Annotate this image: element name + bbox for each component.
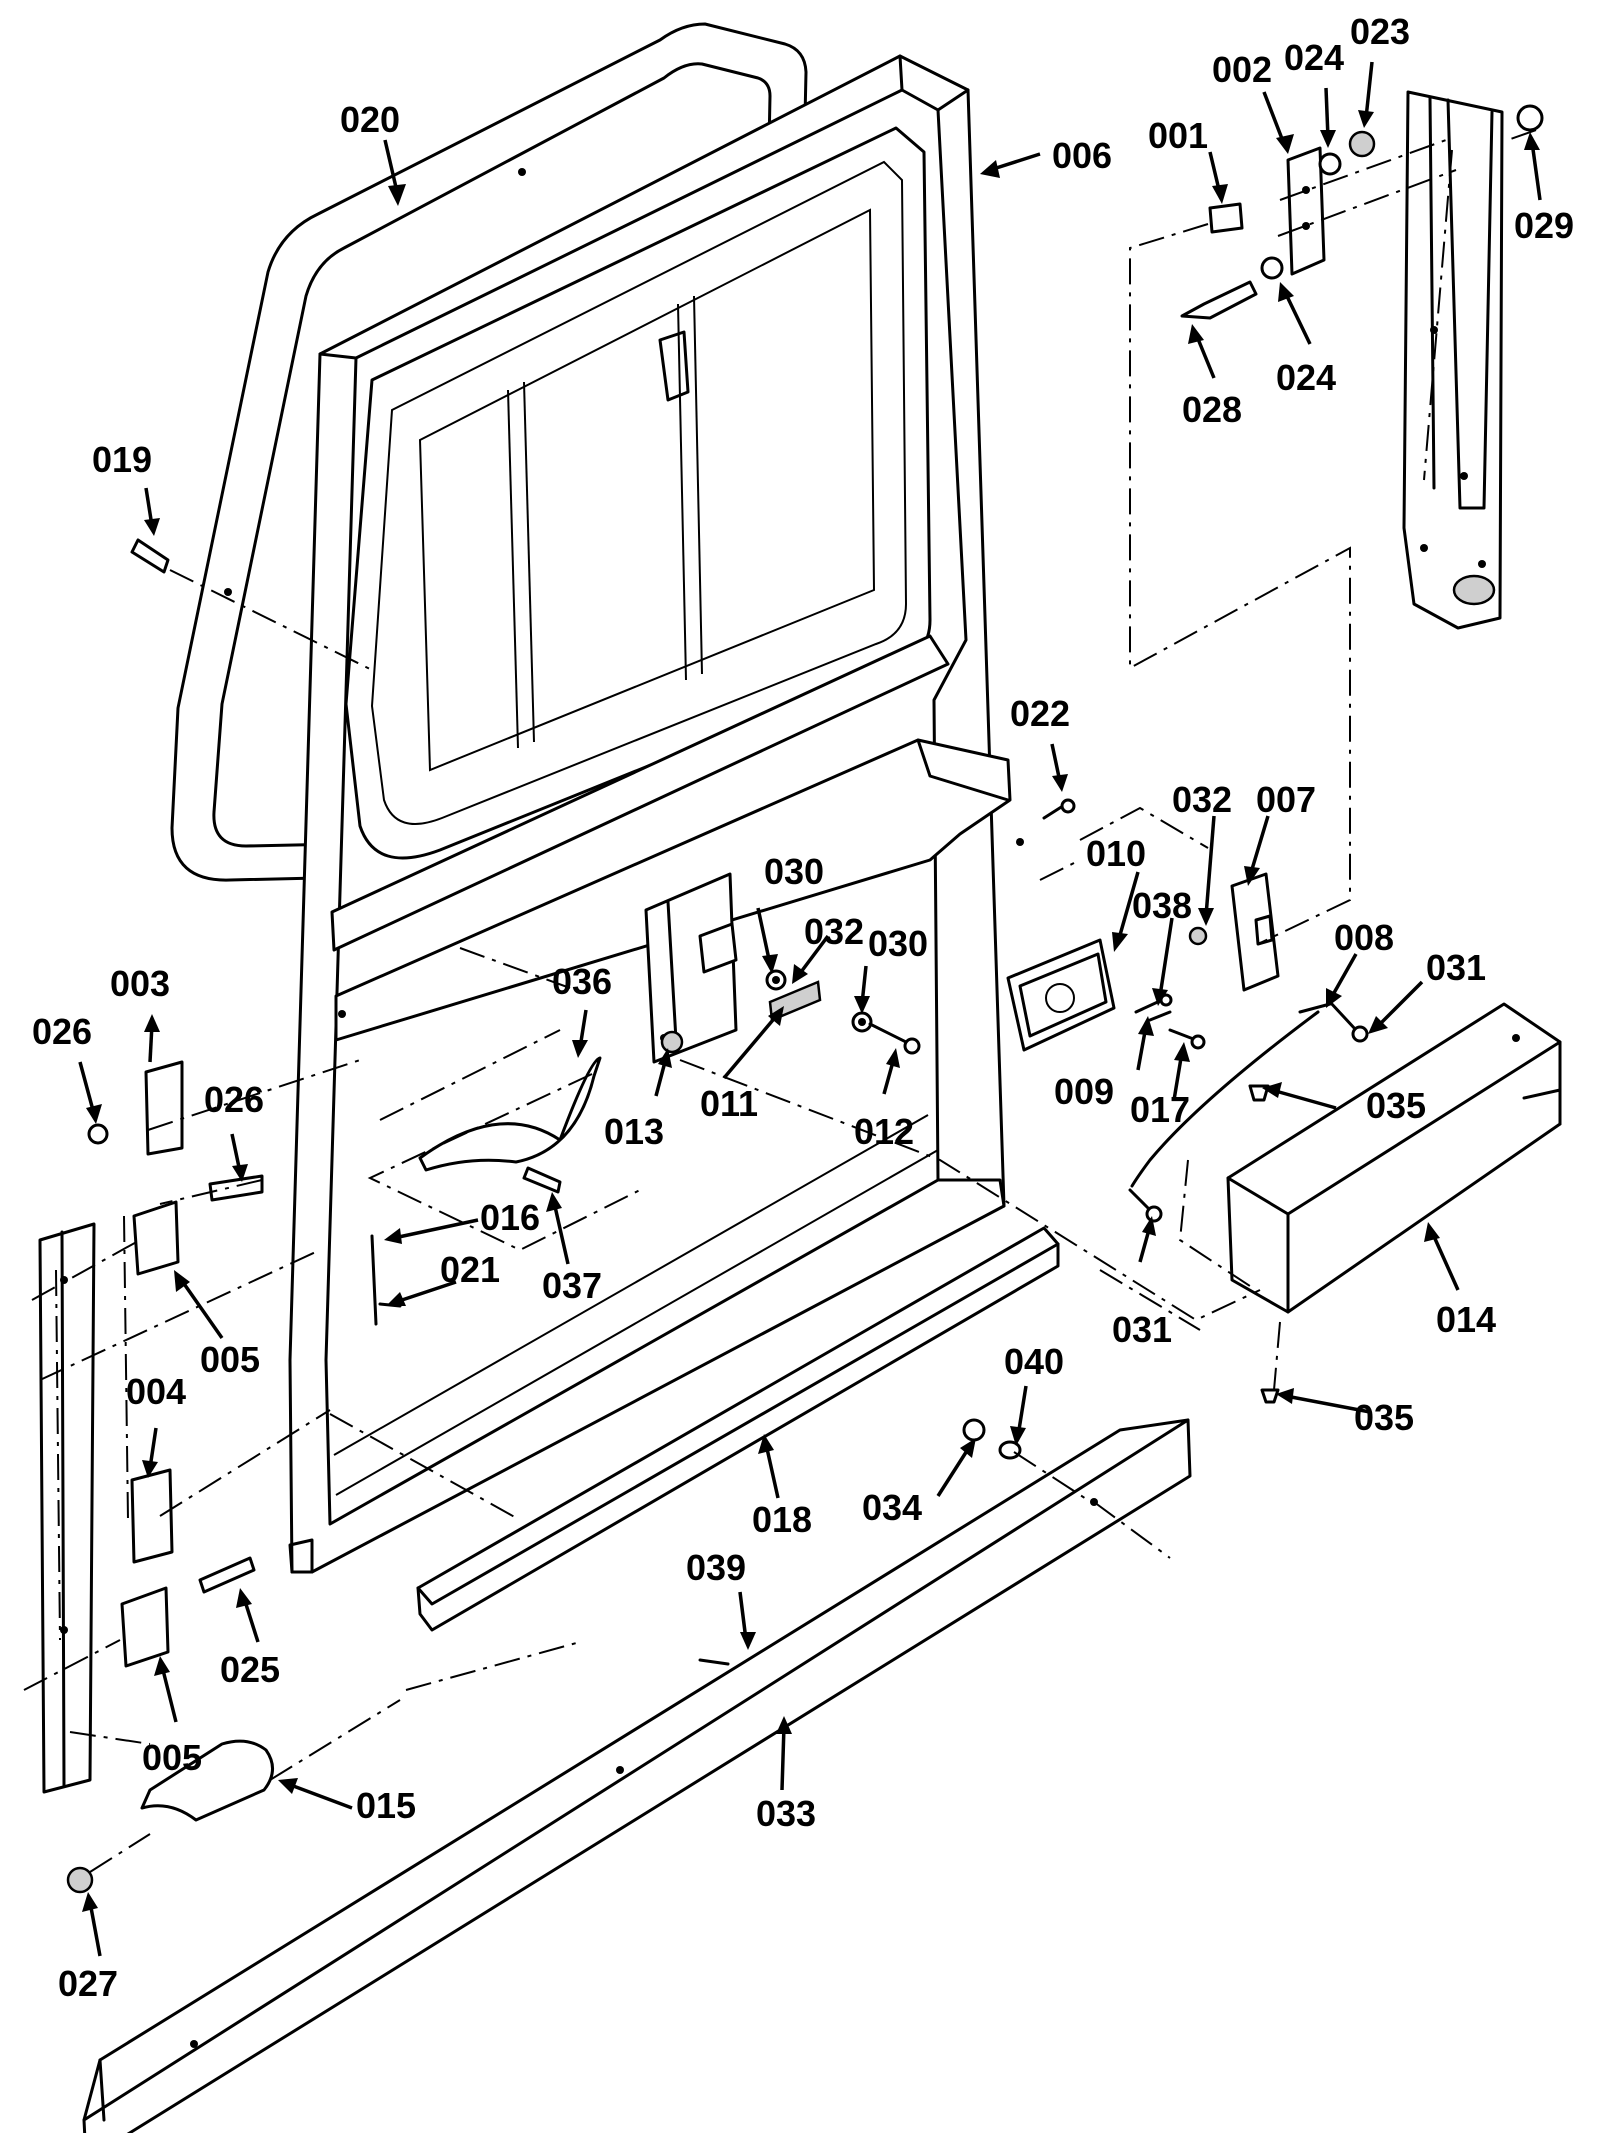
label-004: 004 [126,1371,186,1412]
label-032a: 032 [804,911,864,952]
label-011: 011 [700,1083,758,1124]
nut-029 [1516,104,1544,132]
construction-lines [23,129,1537,1873]
label-009: 009 [1054,1071,1114,1112]
hinge-post-left [38,1222,96,1794]
label-024a: 024 [1284,37,1344,78]
label-038: 038 [1132,885,1192,926]
label-035a: 035 [1366,1085,1426,1126]
window-seal-frame [170,22,808,882]
label-005a: 005 [200,1339,260,1380]
label-027: 027 [58,1963,118,2004]
label-017: 017 [1130,1089,1190,1130]
label-018: 018 [752,1499,812,1540]
lock-mechanism [1006,938,1116,1052]
label-016: 016 [480,1197,540,1238]
bolt-028 [1180,280,1258,320]
hinge-003 [144,1060,184,1156]
label-023: 023 [1350,11,1410,52]
screw-025 [198,1556,256,1594]
label-028: 028 [1182,389,1242,430]
label-012: 012 [854,1111,914,1152]
screw-034 [962,1418,986,1442]
pin-019 [130,538,170,574]
label-020: 020 [340,99,400,140]
label-021: 021 [440,1249,500,1290]
label-001: 001 [1148,115,1208,156]
door-frame [288,54,1024,1574]
label-006: 006 [1052,135,1112,176]
washer-040 [998,1440,1022,1460]
screw-031a [1328,1000,1369,1043]
screw-009 [1148,1010,1172,1022]
screw-035a [1248,1084,1270,1102]
screw-035b [1260,1388,1280,1404]
hinge-plate-005b [120,1586,170,1668]
bolt-012 [868,1022,921,1055]
label-002: 002 [1212,49,1272,90]
label-031b: 031 [1112,1309,1172,1350]
label-032b: 032 [1172,779,1232,820]
nut-032b [1188,926,1208,946]
label-026a: 026 [32,1011,92,1052]
label-007: 007 [1256,779,1316,820]
washer-030b [851,1011,873,1033]
label-025: 025 [220,1649,280,1690]
label-033: 033 [756,1793,816,1834]
hinge-plate-002 [1286,146,1326,276]
door-post [1402,90,1504,630]
hinge-plate-005a [132,1200,180,1276]
label-003: 003 [110,963,170,1004]
label-030b: 030 [868,923,928,964]
label-022: 022 [1010,693,1070,734]
nut-023 [1348,130,1376,158]
label-026b: 026 [204,1079,264,1120]
screw-017 [1168,1028,1206,1050]
screw-037 [522,1166,562,1194]
label-014: 014 [1436,1299,1496,1340]
pin-016 [370,1234,378,1326]
sill-step [82,1418,1192,2133]
lock-cover [1226,1002,1562,1314]
label-008: 008 [1334,917,1394,958]
latch-housing [644,872,738,1064]
label-035b: 035 [1354,1397,1414,1438]
part-labels: 020 006 001 002 024 023 029 028 024 019 … [32,11,1574,2004]
label-010: 010 [1086,833,1146,874]
inside-handle [418,1056,602,1172]
label-039: 039 [686,1547,746,1588]
washer-024a [1318,152,1342,176]
label-015: 015 [356,1785,416,1826]
screw-026b [208,1174,264,1202]
door-striker-bracket [1230,872,1280,992]
screw-026a [87,1123,109,1145]
washer-030a [765,969,787,991]
label-037: 037 [542,1265,602,1306]
label-034: 034 [862,1487,922,1528]
bolt-001 [1208,202,1244,234]
label-029: 029 [1514,205,1574,246]
washer-024b [1260,256,1284,280]
label-024b: 024 [1276,357,1336,398]
label-005b: 005 [142,1737,202,1778]
clip-022 [1042,798,1076,820]
kick-plate-015 [140,1739,274,1822]
label-030a: 030 [764,851,824,892]
hinge-004 [130,1468,174,1564]
leader-lines [78,61,1542,1957]
screw-031b [1128,1188,1163,1223]
seal-strip [416,1226,1060,1632]
label-036: 036 [552,961,612,1002]
nut-013 [660,1030,684,1054]
cable-008 [1130,1002,1332,1188]
label-019: 019 [92,439,152,480]
label-013: 013 [604,1111,664,1152]
nut-027 [66,1866,94,1894]
label-031a: 031 [1426,947,1486,988]
label-040: 040 [1004,1341,1064,1382]
